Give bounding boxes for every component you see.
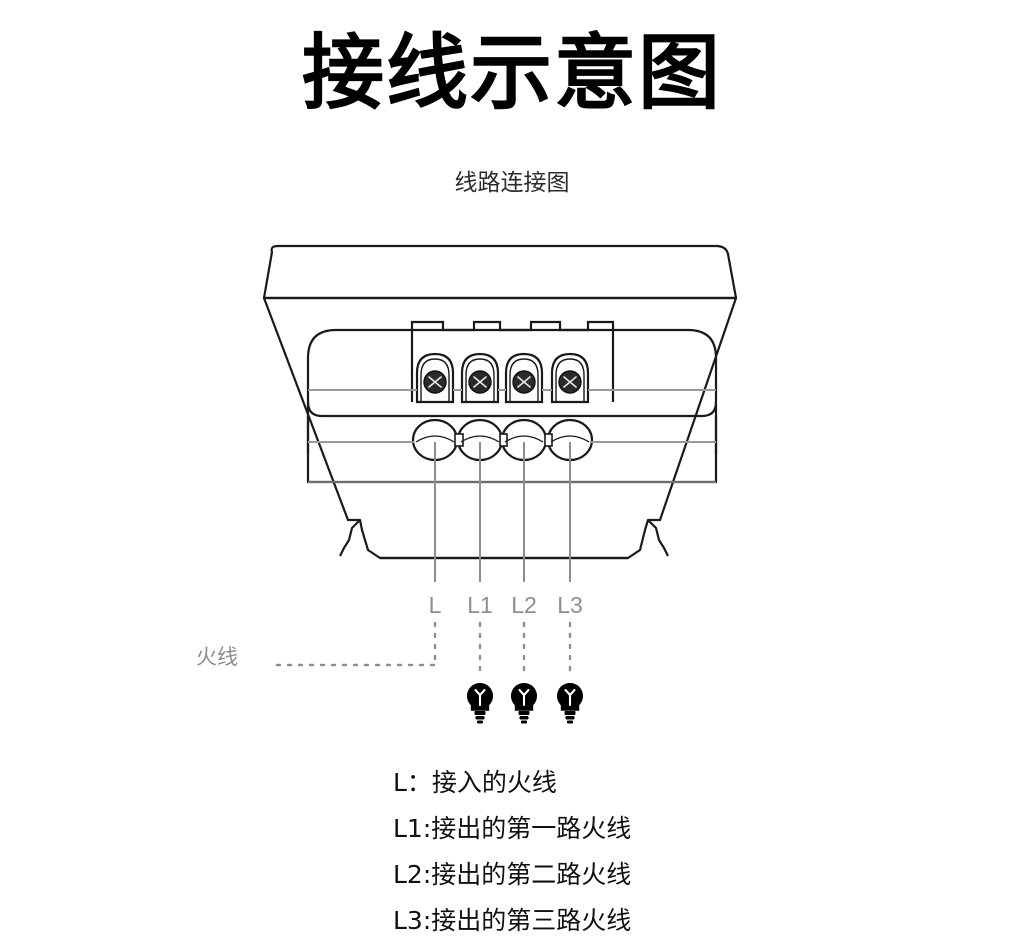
terminal-label-L1: L1 bbox=[467, 592, 493, 618]
wiring-connections bbox=[275, 621, 584, 724]
bulb-icon-L1 bbox=[466, 683, 494, 724]
terminal-lead-lines bbox=[434, 442, 571, 582]
terminal-band-divider bbox=[306, 401, 718, 454]
page-title: 接线示意图 bbox=[301, 26, 722, 121]
legend-row-L: L：接入的火线 bbox=[393, 768, 557, 797]
page-subtitle: 线路连接图 bbox=[454, 170, 570, 196]
device-top-band bbox=[262, 244, 738, 300]
device-bottom-notch bbox=[339, 519, 669, 557]
legend-row-L1: L1:接出的第一路火线 bbox=[393, 814, 632, 843]
terminal-holes bbox=[411, 418, 594, 462]
terminal-label-L: L bbox=[428, 592, 442, 618]
bulb-icon-L2 bbox=[510, 683, 538, 724]
device-outer-shell bbox=[262, 296, 738, 560]
terminal-screw-inner-rings bbox=[420, 358, 585, 402]
terminal-label-L3: L3 bbox=[557, 592, 583, 618]
terminal-screw-heads bbox=[423, 370, 582, 394]
terminal-label-L2: L2 bbox=[511, 592, 537, 618]
terminal-hole-inner-arcs bbox=[415, 435, 590, 443]
dashed-drop-lines bbox=[433, 621, 572, 679]
device-inner-body bbox=[306, 328, 718, 484]
bulb-icon-L3 bbox=[556, 683, 584, 724]
legend: L：接入的火线 L1:接出的第一路火线 L2:接出的第二路火线 L3:接出的第三… bbox=[393, 760, 813, 944]
live-wire-label: 火线 bbox=[196, 645, 238, 669]
wiring-diagram-illustration bbox=[262, 244, 738, 582]
legend-row-L2: L2:接出的第二路火线 bbox=[393, 860, 632, 889]
legend-row-L3: L3:接出的第三路火线 bbox=[393, 906, 632, 935]
